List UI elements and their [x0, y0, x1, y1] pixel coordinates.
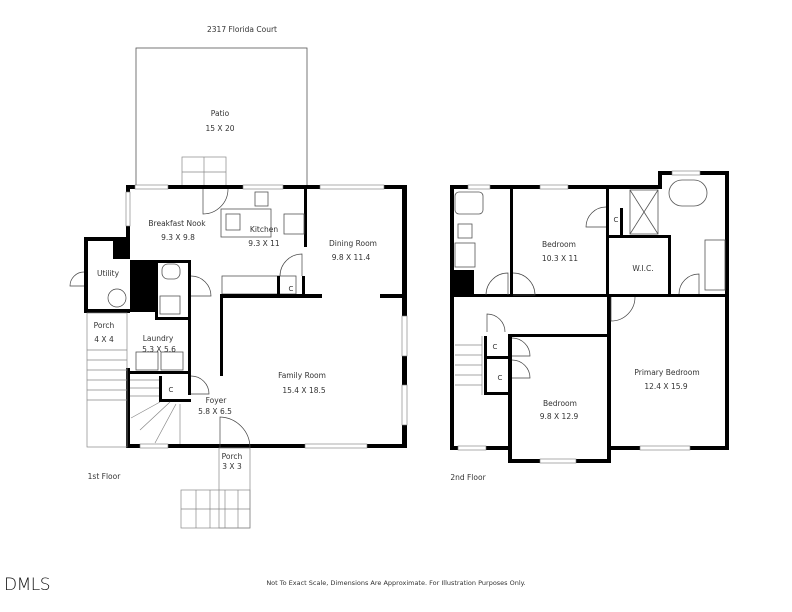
- room-dims: 15 X 20: [206, 124, 235, 133]
- room-dims: 12.4 X 15.9: [644, 382, 688, 391]
- room-dims: 10.3 X 11: [542, 254, 578, 263]
- closet-label: C: [614, 216, 619, 224]
- room-name: W.I.C.: [632, 264, 653, 273]
- second-floor-plan: C C C Bedroom 10.3 X 11 W.I.C. Primary B…: [450, 170, 729, 482]
- room-dims: 5.8 X 6.5: [198, 407, 232, 416]
- wall: [126, 368, 130, 448]
- room-dims: 15.4 X 18.5: [282, 386, 326, 395]
- closet-label: C: [493, 343, 498, 351]
- room-name: Utility: [97, 269, 120, 278]
- room-name: Laundry: [143, 334, 174, 343]
- room-name: Porch: [94, 321, 115, 330]
- first-floor-plan: C C Patio 15 X 20 Breakfast Nook 9.3 X 9…: [69, 47, 408, 529]
- room-dims: 9.8 X 12.9: [540, 412, 579, 421]
- room-name: Primary Bedroom: [634, 368, 699, 377]
- closet-label: C: [289, 285, 294, 293]
- closet-label: C: [169, 386, 174, 394]
- room-dims: 5.3 X 5.6: [142, 345, 176, 354]
- closet-label: C: [498, 374, 503, 382]
- room-name: Bedroom: [542, 240, 576, 249]
- room-name: Bedroom: [543, 399, 577, 408]
- room-dims: 3 X 3: [222, 462, 242, 471]
- room-name: Patio: [211, 109, 230, 118]
- room-name: Dining Room: [329, 239, 377, 248]
- patio-steps: [181, 156, 227, 188]
- room-dims: 9.3 X 11: [248, 239, 280, 248]
- room-name: Kitchen: [250, 225, 278, 234]
- room-dims: 4 X 4: [94, 335, 114, 344]
- room-name: Foyer: [206, 396, 228, 405]
- disclaimer: Not To Exact Scale, Dimensions Are Appro…: [266, 579, 525, 587]
- room-dims: 9.3 X 9.8: [161, 233, 195, 242]
- floor-label: 2nd Floor: [450, 473, 486, 482]
- room-name: Porch: [222, 452, 243, 461]
- address-title: 2317 Florida Court: [207, 25, 277, 34]
- room-name: Family Room: [278, 371, 326, 380]
- room-name: Breakfast Nook: [148, 219, 206, 228]
- floor-label: 1st Floor: [88, 472, 122, 481]
- room-dims: 9.8 X 11.4: [332, 253, 371, 262]
- dmls-logo: DMLS: [4, 575, 50, 595]
- wall: [126, 444, 407, 448]
